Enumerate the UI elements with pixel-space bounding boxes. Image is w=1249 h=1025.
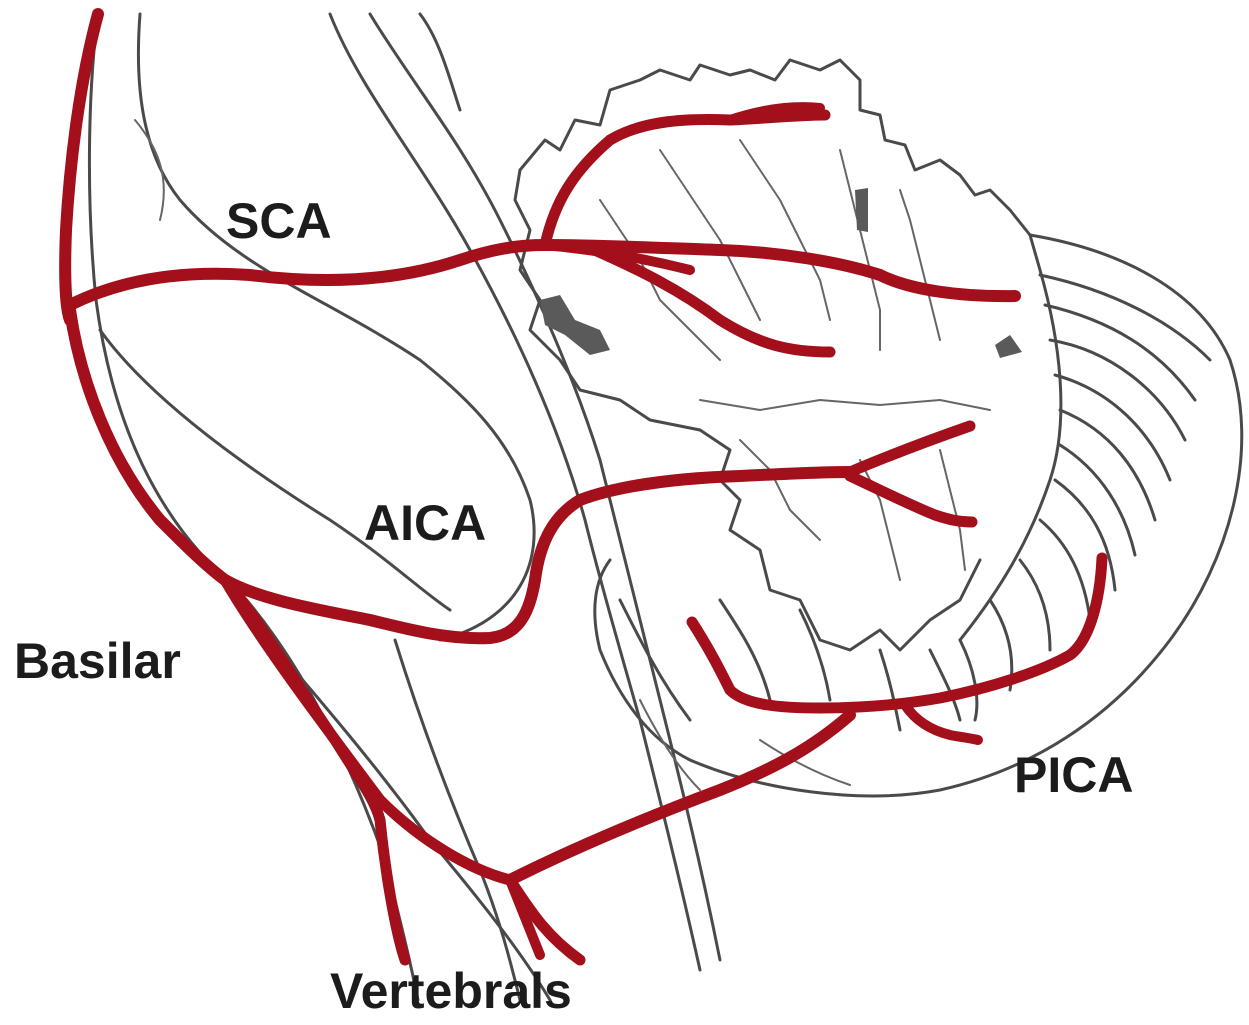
sca-lower-branch (590, 248, 830, 352)
sca-upper-branch (545, 115, 825, 245)
vermis-fold (740, 440, 820, 540)
aica-lower-branch (850, 476, 972, 522)
vermis-fold (700, 400, 990, 410)
aica-label: AICA (364, 498, 486, 548)
cerebellum-inner-lobe (960, 270, 1061, 640)
vermis-fold (740, 140, 830, 320)
sca-artery (70, 245, 1015, 305)
vermis-fold (940, 450, 965, 570)
tonsil-fold (800, 610, 830, 700)
vertebral-artery-right (225, 580, 580, 960)
folia-line (960, 640, 977, 720)
vertebrals-label: Vertebrals (330, 966, 572, 1016)
cerebellum-outline (515, 60, 1242, 796)
vermis-fold (840, 150, 880, 350)
folia-line (1050, 340, 1185, 440)
basilar-artery-lower (70, 310, 225, 580)
aica-artery (225, 472, 850, 638)
tonsil-fold (620, 600, 690, 720)
cerebellum-upper-jagged (520, 60, 1040, 270)
folia-line (1040, 275, 1210, 360)
pons-outline (100, 330, 450, 610)
vermis-fold (900, 190, 940, 340)
folia-line (1045, 305, 1195, 400)
folia-line (1060, 445, 1135, 555)
folia-line (1055, 375, 1170, 480)
folia-line (1040, 520, 1090, 620)
sca-label: SCA (226, 196, 332, 246)
tonsil-fold (880, 650, 900, 730)
shaded-region (855, 188, 868, 232)
shaded-region (995, 335, 1022, 358)
arteries (65, 14, 1102, 960)
pica-label: PICA (1014, 750, 1133, 800)
folia-line (1020, 560, 1050, 650)
pica-loop (692, 558, 1102, 708)
aica-upper-branch (850, 426, 970, 472)
basilar-label: Basilar (14, 636, 181, 686)
pica-terminal-branch (905, 705, 978, 740)
tonsil-fold (930, 650, 960, 720)
folia-line (1060, 410, 1155, 520)
shaded-region (540, 295, 610, 355)
pica-artery (510, 715, 850, 880)
folia-lines (960, 275, 1210, 720)
top-contour (420, 14, 460, 110)
shaded-regions (540, 188, 1022, 358)
vermis-contour (700, 430, 980, 650)
